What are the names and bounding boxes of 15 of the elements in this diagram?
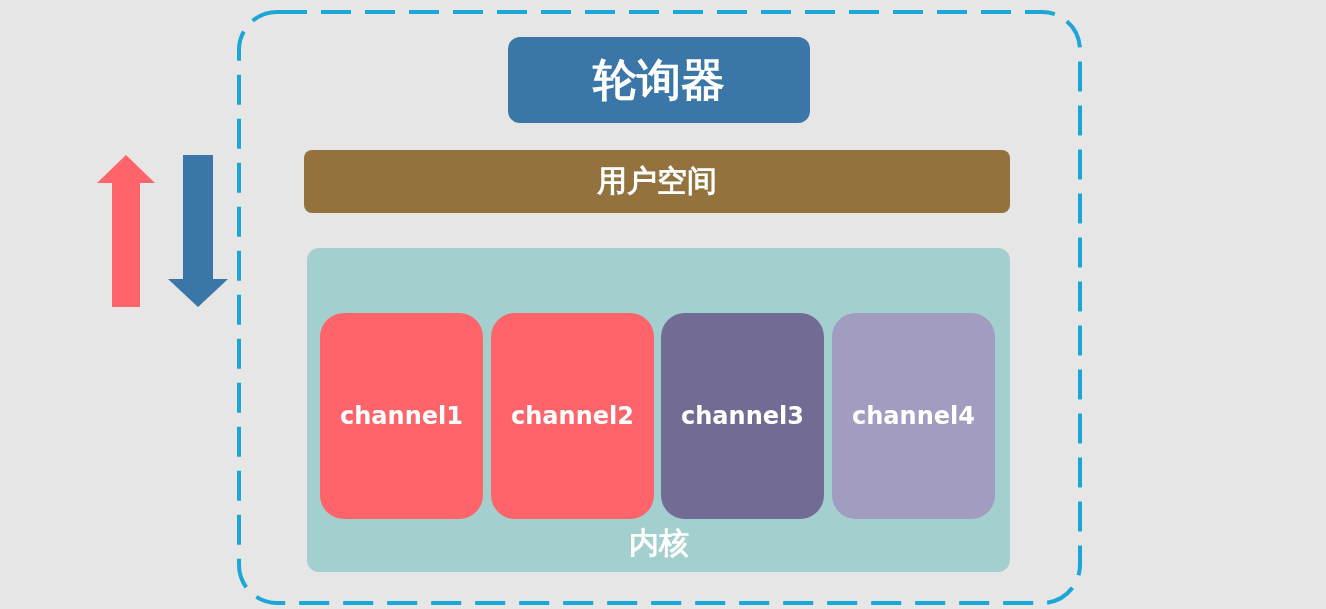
channel-box [832,313,995,519]
node-label: channel4 [852,402,975,430]
channel-box [661,313,824,519]
kernel-panel [307,248,1010,572]
node-label: channel3 [681,402,804,430]
channel-box [491,313,654,519]
dashed-container [237,10,1082,605]
node-label: channel2 [511,402,634,430]
node-label: 轮询器 [593,52,725,107]
node-label: 内核 [628,524,689,562]
user-space-bar [304,150,1010,213]
channel-box [320,313,483,519]
node-label: channel1 [340,402,463,430]
node-label: 用户空间 [597,162,717,200]
title-box [508,37,810,123]
